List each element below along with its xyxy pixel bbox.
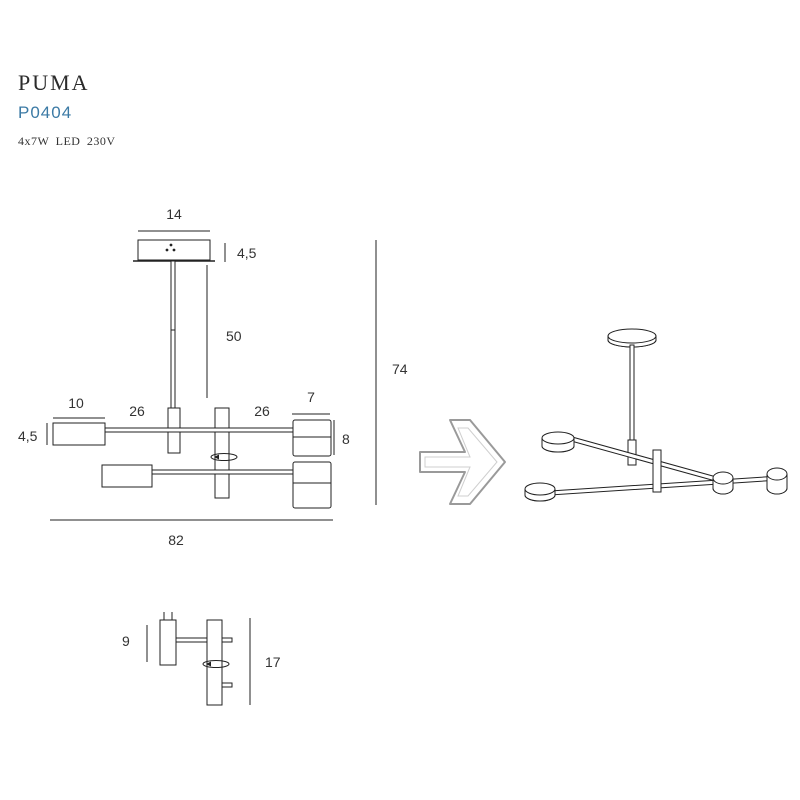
front-view: [46, 230, 377, 521]
light-head-upper-right: [292, 419, 332, 457]
perspective-head-1: [541, 431, 575, 453]
dim-side-total: 17: [265, 654, 281, 670]
light-head-lower-right: [292, 461, 332, 509]
product-name: PUMA: [18, 70, 90, 95]
perspective-head-2: [524, 482, 556, 502]
dim-shade-height: 8: [342, 431, 350, 447]
dim-shade-diameter: 7: [307, 389, 315, 405]
canopy: [133, 239, 215, 262]
dim-total-height: 74: [392, 361, 408, 377]
upper-arm: [104, 427, 296, 433]
product-code: P0404: [18, 103, 73, 122]
right-arrow-icon: [419, 419, 506, 505]
perspective-view: [524, 328, 788, 502]
dim-head-height: 4,5: [18, 428, 38, 444]
lower-arm: [149, 469, 296, 475]
perspective-head-3: [712, 471, 734, 495]
central-body-right: [214, 407, 230, 499]
light-head-lower-left: [101, 464, 153, 488]
rotation-icon-side: [202, 660, 230, 668]
dim-rod-length: 50: [226, 328, 242, 344]
dim-arm-left: 26: [129, 403, 145, 419]
light-head-upper-left: [52, 422, 106, 446]
dim-canopy-width: 14: [166, 206, 182, 222]
product-spec: 4x7W LED 230V: [18, 134, 116, 148]
dim-side-height: 9: [122, 633, 130, 649]
rotation-icon: [210, 453, 238, 461]
perspective-head-4: [766, 467, 788, 495]
suspension-rod: [170, 260, 176, 412]
dim-head-width: 10: [68, 395, 84, 411]
side-view: [146, 612, 251, 706]
dim-total-width: 82: [168, 532, 184, 548]
dim-arm-right: 26: [254, 403, 270, 419]
dim-canopy-height: 4,5: [237, 245, 257, 261]
